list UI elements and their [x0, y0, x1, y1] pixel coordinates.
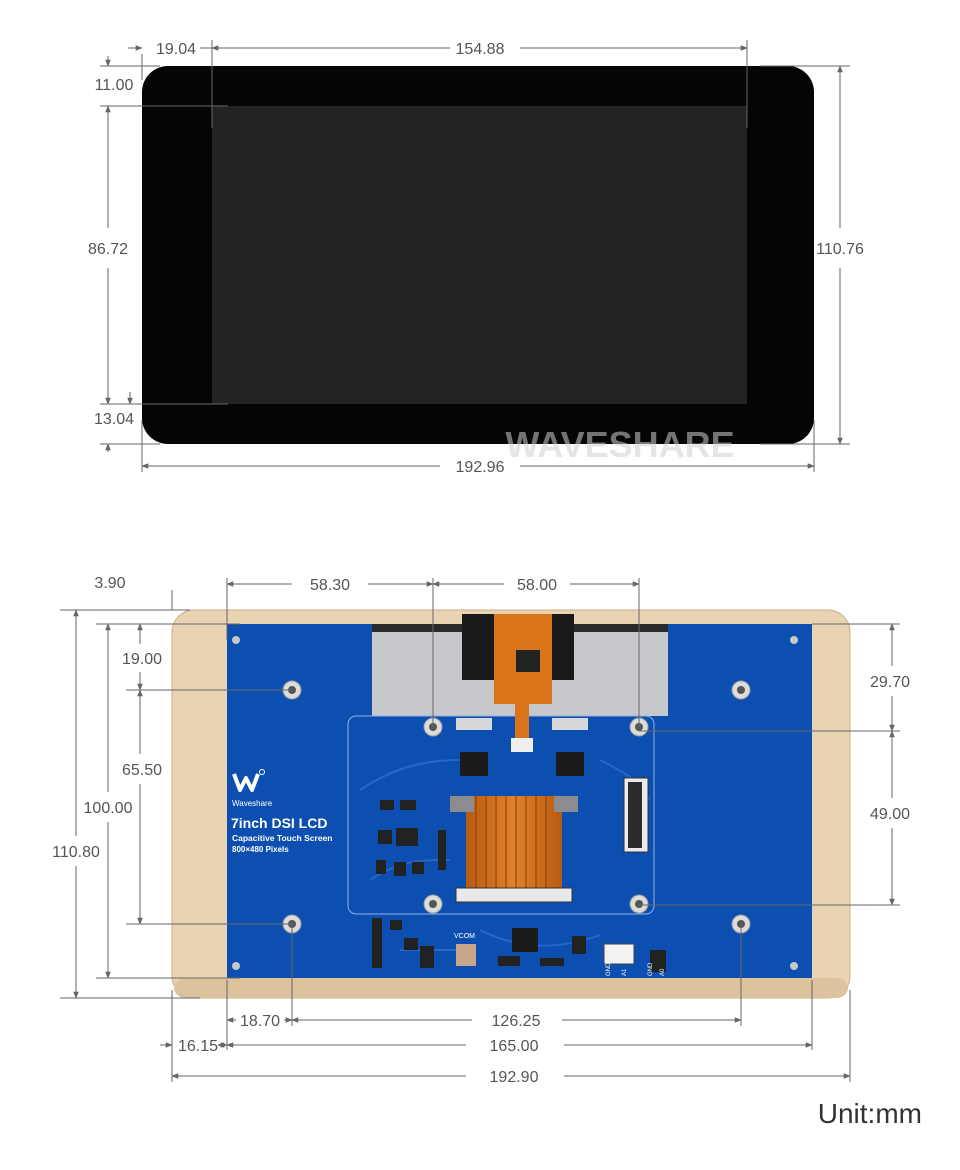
waveshare-logo [232, 769, 265, 792]
active-area [212, 106, 747, 404]
dim-pcb-width: 165.00 [490, 1038, 539, 1055]
dim-hole-x1: 58.30 [310, 577, 350, 594]
dim-total-height: 110.76 [816, 241, 864, 258]
top-dimensions [100, 40, 850, 472]
dim-back-total-height: 110.80 [52, 844, 100, 861]
dim-hole-hspan: 126.25 [492, 1013, 541, 1030]
dim-edge-margin: 3.90 [94, 575, 125, 592]
dim-top-offset: 11.00 [95, 77, 134, 94]
unit-label: Unit:mm [817, 1098, 922, 1129]
board-resolution: 800×480 Pixels [232, 845, 289, 854]
a-label-2: A0 [660, 968, 666, 976]
dim-bottom-offset: 13.04 [94, 411, 134, 428]
watermark: WAVESHARE [505, 424, 734, 465]
dim-right-vspan: 49.00 [870, 806, 910, 823]
fpc-cable-main [466, 796, 562, 890]
power-connector [603, 943, 635, 965]
vcom-label: VCOM [454, 933, 475, 940]
ic-chip-right [556, 752, 584, 776]
dim-top-left-offset: 19.04 [156, 41, 196, 58]
top-view: WAVESHARE [88, 40, 864, 476]
dim-hole-x2: 58.00 [517, 577, 557, 594]
dim-top-active-width: 154.88 [456, 41, 505, 58]
a-label-1: A1 [622, 968, 628, 976]
ic-chip-bottom [512, 928, 538, 952]
back-view: Waveshare 7inch DSI LCD Capacitive Touch… [52, 575, 910, 1086]
back-dimensions [60, 578, 900, 1082]
logo-text: Waveshare [232, 799, 273, 808]
dim-hole-left: 18.70 [240, 1013, 280, 1030]
dim-hole-vspan: 65.50 [122, 762, 162, 779]
dim-active-height: 86.72 [88, 241, 128, 258]
gnd-label-2: GND [648, 962, 654, 976]
gnd-label-1: GND [606, 962, 612, 976]
ic-chip-left [460, 752, 488, 776]
dim-pcb-height: 100.00 [84, 800, 133, 817]
board-title: 7inch DSI LCD [231, 815, 327, 831]
back-frame-edge [174, 978, 848, 998]
dim-total-width: 192.96 [456, 459, 505, 476]
dim-pcb-left: 16.15 [178, 1038, 218, 1055]
dim-hole-top: 19.00 [122, 651, 162, 668]
dim-back-total-width: 192.90 [490, 1069, 539, 1086]
vcom-pot [456, 944, 476, 966]
board-subtitle: Capacitive Touch Screen [232, 833, 332, 843]
dim-right-top: 29.70 [870, 674, 910, 691]
